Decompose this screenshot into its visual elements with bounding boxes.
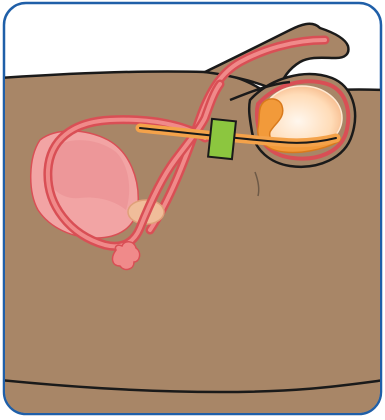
vasectomy-clip-icon bbox=[208, 119, 236, 159]
